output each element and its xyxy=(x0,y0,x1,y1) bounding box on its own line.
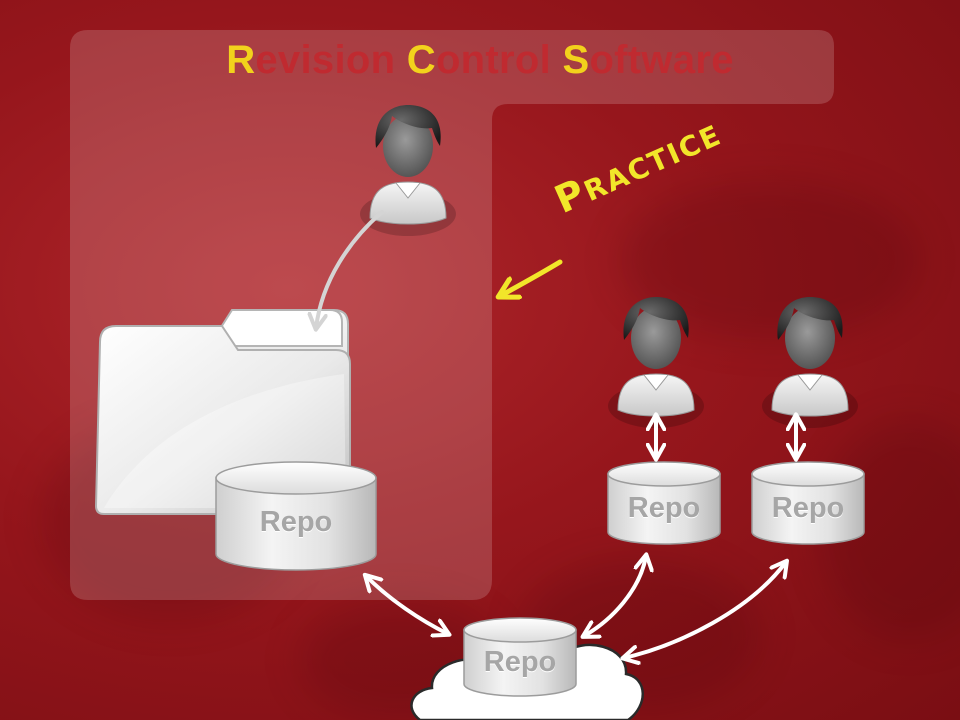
repo-label-local: Repo xyxy=(259,506,333,538)
repo-cylinder-local xyxy=(215,461,377,571)
title-initial-c: C xyxy=(406,38,436,82)
user-icon-right-1 xyxy=(607,296,705,429)
repo-label-central: Repo xyxy=(483,646,557,678)
repo-label-right-1: Repo xyxy=(627,492,701,524)
arrow-practice-annotation xyxy=(500,259,563,296)
arrow-user-to-folder xyxy=(316,210,384,328)
title-rest-s: oftware xyxy=(589,38,734,82)
title-initial-r: R xyxy=(226,38,256,82)
repo-label-right-2: Repo xyxy=(771,492,845,524)
slide-title: Revision Control Software xyxy=(0,38,960,83)
title-rest-c: ontrol xyxy=(435,38,563,82)
repo-cylinder-right-2 xyxy=(751,461,865,545)
arrow-repo2-central xyxy=(624,562,786,658)
arrow-local-central xyxy=(366,576,448,634)
title-initial-s: S xyxy=(562,38,590,82)
arrow-repo1-central xyxy=(584,556,646,636)
user-icon-right-2 xyxy=(761,296,859,429)
title-rest-r: evision xyxy=(255,38,407,82)
repo-cylinder-right-1 xyxy=(607,461,721,545)
repo-cylinder-central xyxy=(463,617,577,697)
